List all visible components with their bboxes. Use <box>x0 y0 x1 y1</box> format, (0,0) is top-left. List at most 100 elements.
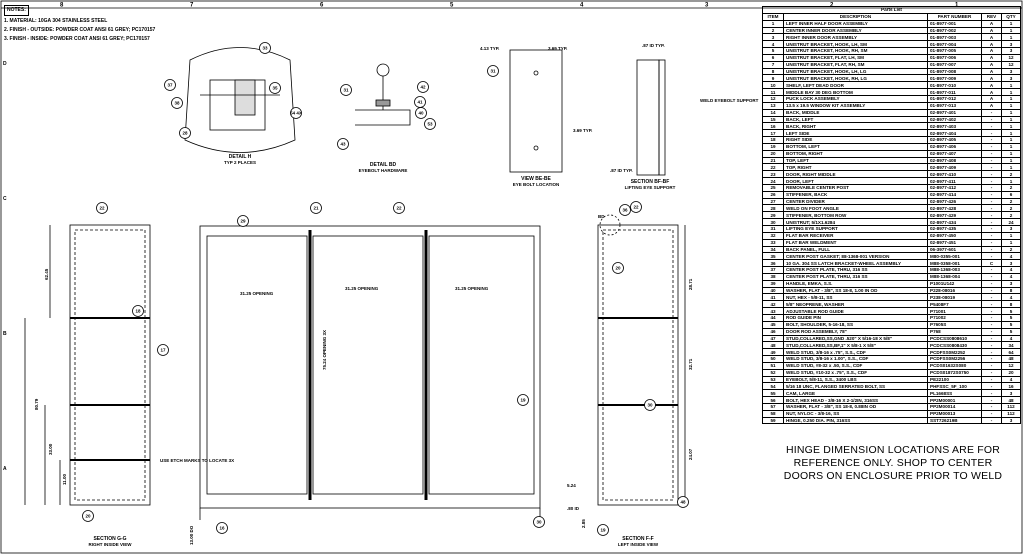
balloon-circle <box>157 344 169 356</box>
cell-part-number: 01-8977-003 <box>927 33 982 42</box>
cell-item: 21 <box>762 156 784 165</box>
cell-part-number: 01-8977-002 <box>927 26 982 35</box>
cell-rev: - <box>981 190 1002 199</box>
cell-item: 10 <box>762 81 784 90</box>
cell-part-number: 01-8977-012 <box>927 94 982 103</box>
cell-description: REMOVABLE CENTER POST <box>783 183 928 192</box>
section-f-title: SECTION F-F <box>622 536 653 542</box>
section-g-dim-2: 33.00 <box>48 443 53 455</box>
cell-item: 27 <box>762 197 784 206</box>
balloon-label: 31 <box>490 69 496 74</box>
callout-balloon: 35 <box>269 82 281 94</box>
cell-part-number: 02-8977-405 <box>927 136 982 144</box>
cell-description: DOOR, LEFT <box>783 177 928 185</box>
balloon-label: 53 <box>427 122 433 127</box>
cell-part-number: M88-1368-003 <box>927 266 982 274</box>
view-be-sub: EYE BOLT LOCATION <box>513 182 560 187</box>
cell-description: 5/16 18 UNC, FLANGED SERRATED BOLT, SS <box>783 382 928 391</box>
cell-qty: 2 <box>1001 204 1021 213</box>
cell-part-number: 02-8977-429 <box>927 211 982 220</box>
cell-rev: - <box>981 170 1002 179</box>
cell-description: CAM, LARGE <box>783 389 928 398</box>
cell-item: 37 <box>762 266 784 274</box>
balloon-circle <box>216 522 228 534</box>
section-f-dim-3: 24.07 <box>688 448 693 460</box>
cell-qty: 112 <box>1001 409 1021 418</box>
cell-part-number: 06-3977-601 <box>927 245 982 254</box>
balloon-label: 41 <box>417 100 423 105</box>
cell-qty: 8 <box>1001 286 1021 295</box>
callout-balloon: 18 <box>132 305 144 317</box>
cell-part-number: P228-08016 <box>927 286 982 295</box>
cell-qty: 3 <box>1001 47 1021 55</box>
cell-rev: - <box>981 307 1002 315</box>
balloon-label: 30 <box>536 520 542 525</box>
callout-balloon: 20 <box>82 510 94 522</box>
cell-rev: - <box>981 341 1002 350</box>
frame-column-label: 5 <box>450 3 454 9</box>
cell-item: 39 <box>762 279 784 288</box>
section-g <box>24 224 151 506</box>
cell-description: BACK PANEL, FULL <box>783 245 928 254</box>
cell-rev: - <box>981 293 1002 302</box>
section-f-dim-1: 28.71 <box>688 278 693 290</box>
cell-rev: - <box>981 142 1002 151</box>
opening-dim-1: 31.25 OPENING <box>240 291 274 296</box>
cell-description: FLAT BAR RECEIVER <box>783 231 928 240</box>
balloon-label: 28 <box>182 131 188 136</box>
callout-balloon: 40 <box>415 107 427 119</box>
callout-balloon: 54 4X <box>290 107 302 119</box>
cell-qty: 1 <box>1001 19 1021 28</box>
cell-description: CENTER POST PLATE, THRU, 316 SS <box>783 272 928 281</box>
hinge-note: HINGE DIMENSION LOCATIONS ARE FOR REFERE… <box>768 444 1018 483</box>
cell-description: UNISTRUT; 5/1X1.6284 <box>783 218 928 226</box>
cell-qty: 1 <box>1001 231 1021 240</box>
cell-item: 45 <box>762 320 784 329</box>
cell-description: TOP, RIGHT <box>783 163 928 172</box>
cell-item: 54 <box>762 382 784 391</box>
cell-item: 34 <box>762 245 784 254</box>
balloon-circle <box>340 84 352 96</box>
balloon-circle <box>619 204 631 216</box>
detail-h-title: DETAIL H <box>229 154 252 160</box>
section-bf <box>636 59 666 176</box>
cell-description: UNISTRUT BRACKET, HOOK, LH, LG <box>783 67 928 76</box>
cell-part-number: 01-8977-001 <box>927 19 982 28</box>
balloon-label: 42 <box>420 85 426 90</box>
cell-part-number: P71001 <box>927 307 982 315</box>
section-f-dim-6: 2.85 <box>581 519 586 528</box>
cell-rev: - <box>981 225 1002 233</box>
section-bf-dim-1: .87 ID TYP. <box>642 43 665 48</box>
frame-column-label: 8 <box>60 3 64 9</box>
callout-balloon: 31 <box>340 84 352 96</box>
cell-item: 24 <box>762 177 784 185</box>
callout-balloon: 22 <box>630 201 642 213</box>
cell-qty: 12 <box>1001 60 1021 69</box>
callout-balloon: 22 <box>393 202 405 214</box>
cell-item: 52 <box>762 368 784 377</box>
cell-qty: 48 <box>1001 396 1021 404</box>
callout-balloon: 41 <box>414 96 426 108</box>
col-description: DESCRIPTION <box>783 12 928 21</box>
balloon-circle <box>179 127 191 139</box>
cell-part-number: PCDS01632S080 <box>927 361 982 370</box>
cell-part-number: 01-8977-004 <box>927 40 982 49</box>
cell-rev: - <box>981 348 1002 357</box>
balloon-label: 21 <box>313 206 319 211</box>
cell-description: 5/8" NEOPRENE, WASHER <box>783 300 928 309</box>
cell-qty: 1 <box>1001 238 1021 247</box>
